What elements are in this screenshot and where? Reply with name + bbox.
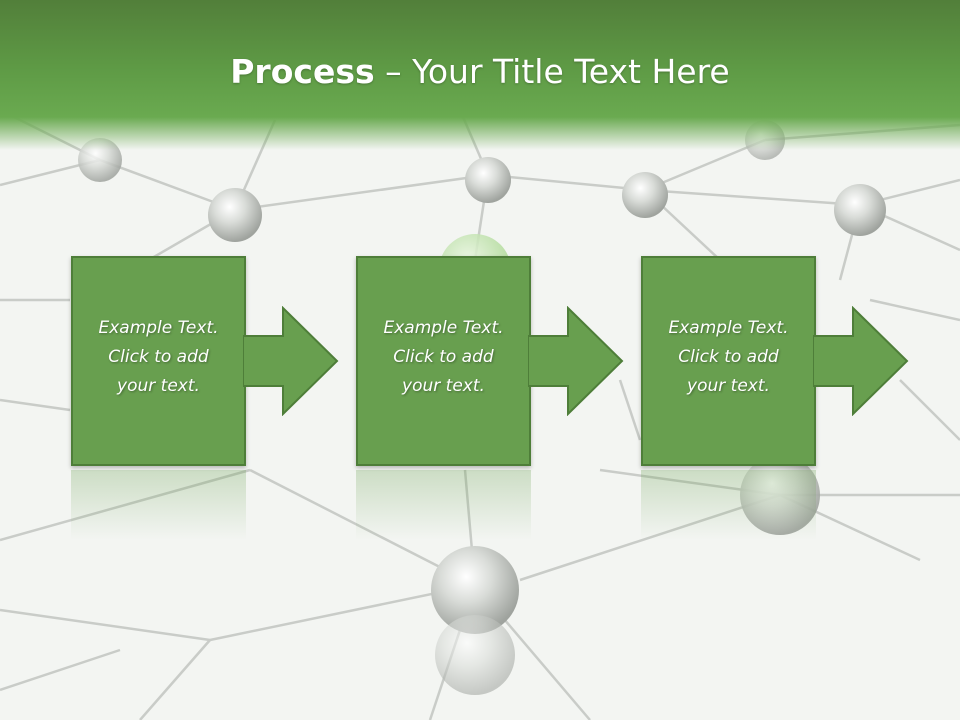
step-text[interactable]: Example Text. Click to add your text.: [98, 318, 219, 396]
process-step-1[interactable]: Example Text. Click to add your text.: [71, 256, 339, 466]
process-step-2[interactable]: Example Text. Click to add your text.: [356, 256, 624, 466]
arrow-right-icon: [813, 306, 909, 416]
process-step-3[interactable]: Example Text. Click to add your text.: [641, 256, 909, 466]
step-reflection: [71, 470, 246, 540]
step-box[interactable]: Example Text. Click to add your text.: [71, 256, 246, 466]
step-text[interactable]: Example Text. Click to add your text.: [668, 318, 789, 396]
step-box[interactable]: Example Text. Click to add your text.: [641, 256, 816, 466]
title-regular-part: – Your Title Text Here: [374, 52, 730, 91]
title-bar: [0, 0, 960, 150]
step-text[interactable]: Example Text. Click to add your text.: [383, 318, 504, 396]
arrow-right-icon: [243, 306, 339, 416]
step-reflection: [356, 470, 531, 540]
title-bold-part: Process: [230, 52, 375, 91]
step-box[interactable]: Example Text. Click to add your text.: [356, 256, 531, 466]
slide-title[interactable]: Process – Your Title Text Here: [0, 52, 960, 91]
step-reflection: [641, 470, 816, 540]
arrow-right-icon: [528, 306, 624, 416]
